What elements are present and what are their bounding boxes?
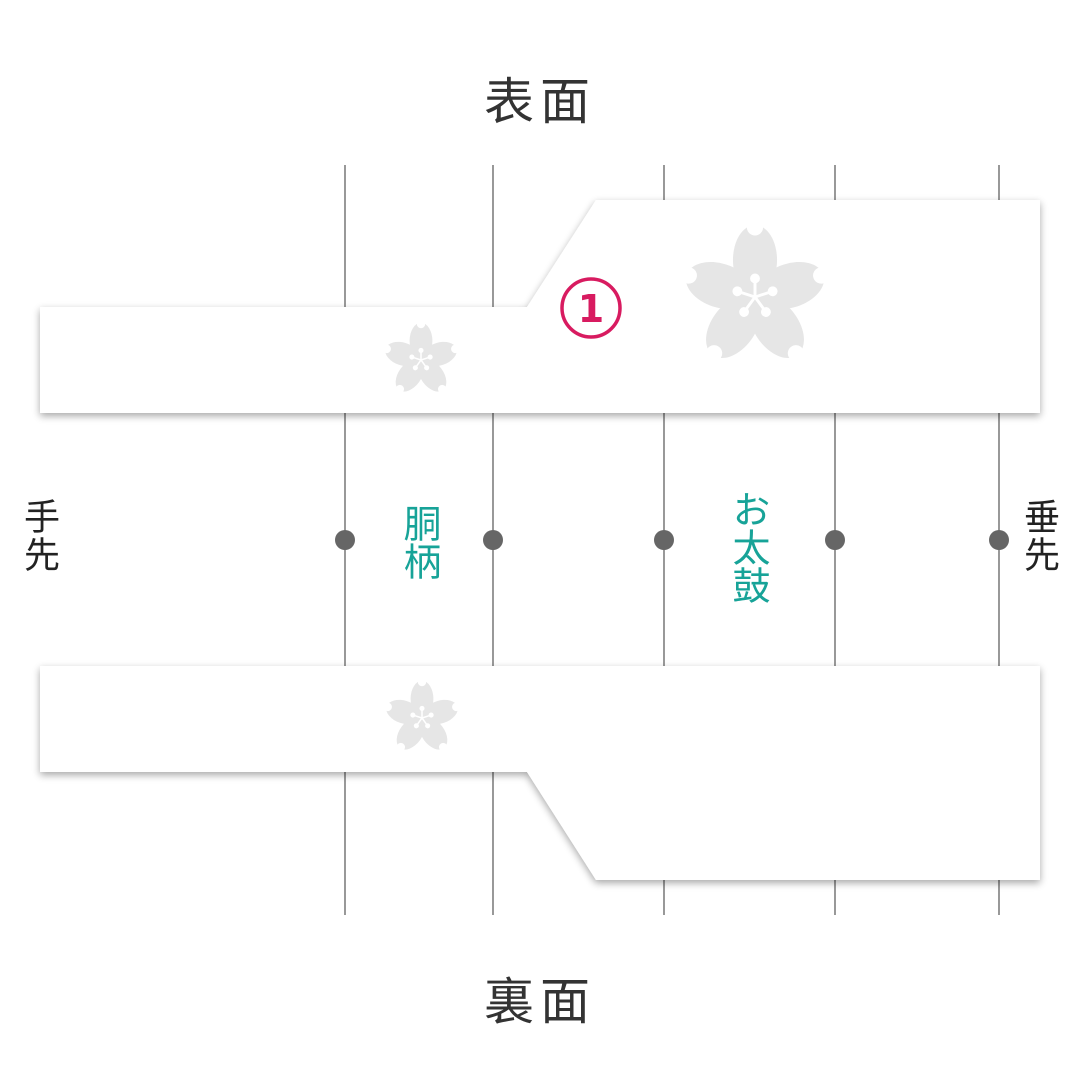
back-heading: 裏面 (484, 973, 596, 1031)
dot-marker-icon (825, 530, 845, 550)
right-end-label: 垂先 (1018, 498, 1059, 574)
dot-marker-icon (654, 530, 674, 550)
number-badge-circle (560, 277, 622, 339)
back-band (40, 666, 1040, 880)
body-pattern-label: 胴柄 (397, 504, 441, 580)
front-heading: 表面 (484, 73, 596, 131)
front-band (40, 200, 1040, 413)
dot-marker-icon (483, 530, 503, 550)
left-end-label: 手先 (18, 498, 59, 574)
dot-marker-icon (989, 530, 1009, 550)
number-badge-text: 1 (578, 287, 604, 331)
otaiko-label: お太鼓 (726, 490, 770, 604)
divider-markers (335, 530, 1009, 550)
dot-marker-icon (335, 530, 355, 550)
